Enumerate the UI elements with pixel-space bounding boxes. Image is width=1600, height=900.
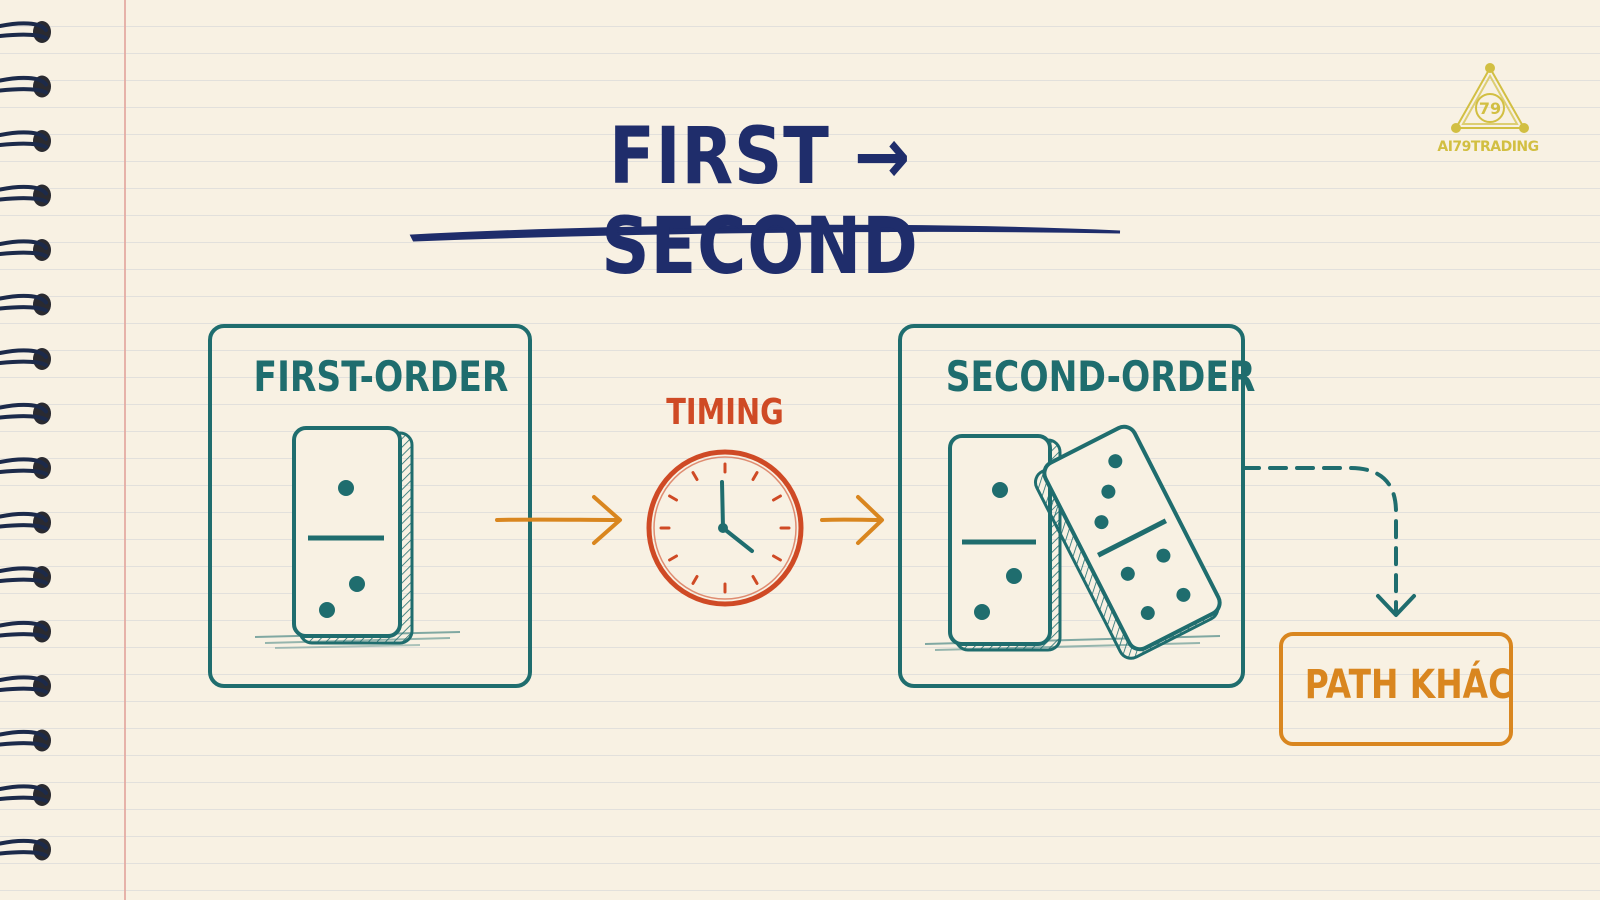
timing-label: TIMING <box>666 392 784 433</box>
path-khac-box <box>1279 632 1513 746</box>
clock-tick <box>668 494 679 502</box>
binding-ring <box>0 729 51 752</box>
binding-ring <box>0 184 51 207</box>
binding-ring <box>0 21 51 43</box>
logo-icon: 79 <box>1451 63 1529 133</box>
first-order-box <box>208 324 532 688</box>
binding-ring <box>0 566 51 588</box>
spiral-binding-icon <box>0 21 51 861</box>
binding-ring <box>0 675 51 697</box>
second-order-box <box>898 324 1245 688</box>
margin-line <box>124 0 126 900</box>
clock-tick <box>771 494 782 502</box>
binding-ring <box>0 293 51 316</box>
binding-ring <box>0 402 51 425</box>
clock-tick <box>771 554 782 562</box>
logo-text: AI79TRADING <box>1437 139 1539 155</box>
binding-ring <box>0 620 51 643</box>
logo-mark-text: 79 <box>1479 99 1501 118</box>
arrow-right-icon <box>820 495 884 545</box>
second-order-label: SECOND-ORDER <box>945 352 1256 401</box>
clock-icon <box>646 449 804 607</box>
clock-tick <box>668 554 679 562</box>
clock-tick <box>691 471 699 482</box>
arrow-right-icon <box>495 495 622 545</box>
domino-icon <box>1033 424 1222 660</box>
clock-tick <box>751 471 759 482</box>
binding-ring <box>0 348 51 370</box>
binding-ring <box>0 838 51 861</box>
domino-icon <box>254 426 461 649</box>
first-order-label: FIRST-ORDER <box>253 352 509 401</box>
binding-ring <box>0 130 51 152</box>
path-khac-label: PATH KHÁC <box>1304 662 1513 708</box>
binding-ring <box>0 457 51 479</box>
dashed-arrow-down-icon <box>1241 466 1416 617</box>
binding-ring <box>0 75 51 98</box>
title-underline <box>409 224 1121 242</box>
clock-tick <box>691 574 699 585</box>
binding-ring <box>0 239 51 261</box>
clock-tick <box>751 574 759 585</box>
domino-icon <box>924 434 1221 652</box>
binding-ring <box>0 784 51 806</box>
binding-ring <box>0 511 51 534</box>
page-title: FIRST → SECOND <box>601 112 919 292</box>
